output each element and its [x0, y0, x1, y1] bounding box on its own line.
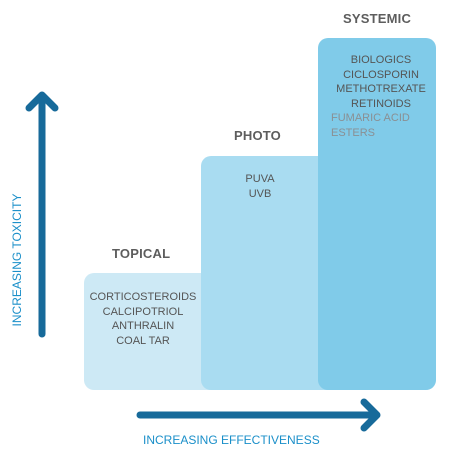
topical-item: CORTICOSTEROIDS [89, 291, 197, 303]
topical-item: ANTHRALIN [111, 320, 175, 332]
systemic-item: ESTERS [331, 126, 376, 139]
topical-item-list: CORTICOSTEROIDS CALCIPOTRIOL ANTHRALIN C… [86, 290, 200, 348]
systemic-item: METHOTREXATE [336, 83, 426, 95]
y-axis-arrow [25, 91, 59, 338]
photo-heading: PHOTO [234, 128, 281, 143]
photo-item: PUVA [245, 173, 275, 185]
photo-step [201, 156, 340, 390]
photo-item-list: PUVA UVB [220, 172, 300, 201]
photo-item: UVB [248, 187, 272, 200]
systemic-heading: SYSTEMIC [343, 11, 412, 26]
y-axis-label: INCREASING TOXICITY [10, 193, 24, 327]
topical-heading: TOPICAL [112, 246, 171, 261]
systemic-step [318, 38, 436, 390]
x-axis-arrow [136, 398, 381, 432]
x-axis-label: INCREASING EFFECTIVENESS [143, 433, 320, 447]
systemic-item: RETINOIDS [351, 97, 411, 110]
topical-step [84, 273, 219, 390]
topical-item: COAL TAR [116, 334, 170, 347]
systemic-item-list: BIOLOGICS CICLOSPORIN METHOTREXATE RETIN… [328, 53, 434, 140]
systemic-item: CICLOSPORIN [343, 68, 419, 81]
topical-item: CALCIPOTRIOL [102, 305, 184, 318]
systemic-item: BIOLOGICS [350, 54, 412, 66]
systemic-item: FUMARIC ACID [331, 112, 410, 124]
